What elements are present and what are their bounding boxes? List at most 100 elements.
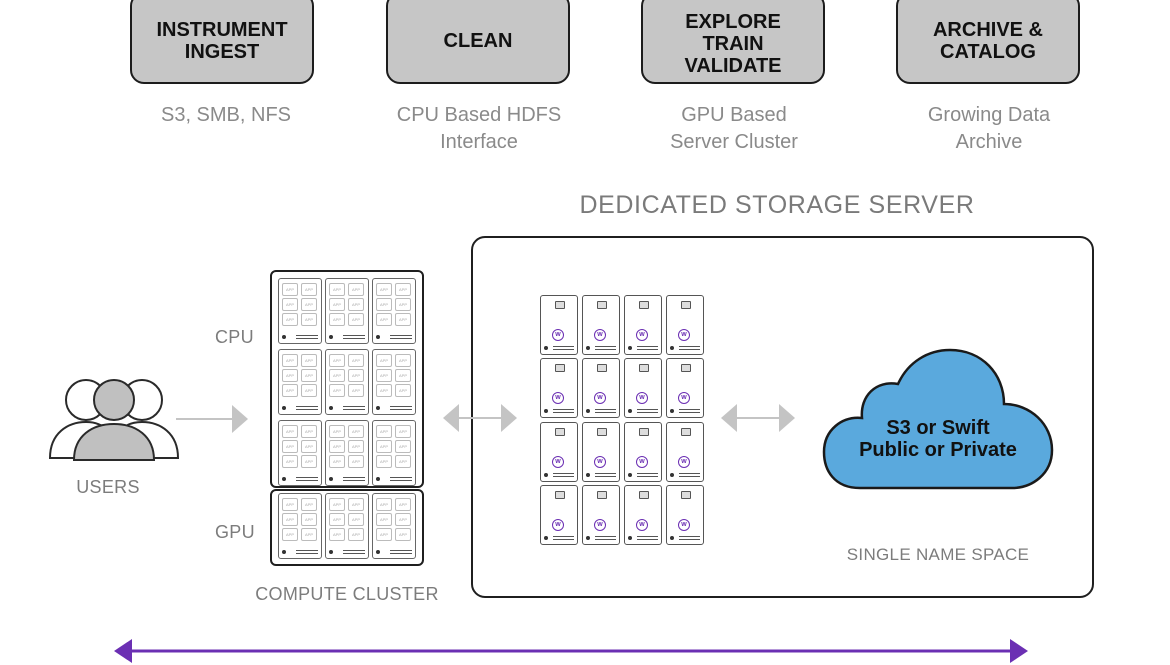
stage-title: ARCHIVE & CATALOG	[932, 19, 1043, 63]
app-slot: APP	[329, 455, 345, 468]
blade-status-bar	[329, 335, 365, 340]
drive-chip-icon	[555, 301, 565, 309]
drive-chip-icon	[639, 301, 649, 309]
app-slot: APP	[395, 528, 411, 541]
drive-chip-icon	[555, 491, 565, 499]
node-status-bar	[586, 346, 616, 351]
stage-title: EXPLORE TRAIN VALIDATE	[684, 11, 782, 77]
stage-desc-clean: CPU Based HDFS Interface	[396, 104, 562, 153]
app-slot: APP	[348, 440, 364, 453]
drive-chip-icon	[639, 364, 649, 372]
node-status-bar	[544, 409, 574, 414]
stage-title: INSTRUMENT INGEST	[156, 19, 288, 63]
drive-chip-icon	[597, 491, 607, 499]
blade-status-bar	[282, 550, 318, 555]
app-slot: APP	[376, 283, 392, 296]
drive-chip-icon	[639, 428, 649, 436]
storage-node: w	[666, 422, 704, 482]
storage-node: w	[666, 485, 704, 545]
app-slot: APP	[348, 455, 364, 468]
app-slot: APP	[329, 498, 345, 511]
drive-chip-icon	[597, 428, 607, 436]
blade-status-bar	[282, 477, 318, 482]
app-slot: APP	[282, 455, 298, 468]
vendor-logo-icon: w	[678, 392, 690, 404]
blade-status-bar	[329, 477, 365, 482]
app-slot: APP	[329, 440, 345, 453]
app-slot: APP	[282, 313, 298, 326]
app-slot: APP	[348, 369, 364, 382]
storage-node: w	[666, 295, 704, 355]
blade-status-bar	[282, 406, 318, 411]
app-slot: APP	[282, 369, 298, 382]
app-slot: APP	[376, 455, 392, 468]
node-status-bar	[628, 409, 658, 414]
node-status-bar	[670, 409, 700, 414]
app-slot: APP	[301, 384, 317, 397]
app-slot: APP	[348, 384, 364, 397]
app-slot: APP	[301, 313, 317, 326]
stage-box-clean: CLEAN	[386, 0, 570, 84]
app-slot: APP	[348, 283, 364, 296]
app-slot: APP	[348, 425, 364, 438]
app-slot: APP	[329, 298, 345, 311]
app-slot: APP	[329, 513, 345, 526]
drive-chip-icon	[597, 364, 607, 372]
app-slot: APP	[376, 354, 392, 367]
vendor-logo-icon: w	[552, 456, 564, 468]
app-slot: APP	[282, 425, 298, 438]
stage-box-explore: EXPLORE TRAIN VALIDATE	[641, 0, 825, 84]
drive-chip-icon	[639, 491, 649, 499]
app-slot: APP	[282, 283, 298, 296]
app-slot: APP	[301, 298, 317, 311]
vendor-logo-icon: w	[636, 329, 648, 341]
blade-status-bar	[329, 550, 365, 555]
cpu-label: CPU	[215, 327, 254, 347]
cloud-text: S3 or Swift Public or Private	[859, 417, 1017, 461]
app-slot: APP	[376, 513, 392, 526]
storage-node: w	[582, 422, 620, 482]
app-slot: APP	[282, 354, 298, 367]
app-slot: APP	[301, 354, 317, 367]
app-slot: APP	[395, 369, 411, 382]
app-slot: APP	[348, 313, 364, 326]
app-slot: APP	[348, 528, 364, 541]
app-slot: APP	[348, 354, 364, 367]
drive-chip-icon	[555, 428, 565, 436]
vendor-logo-icon: w	[678, 456, 690, 468]
app-slot: APP	[329, 369, 345, 382]
drive-chip-icon	[681, 364, 691, 372]
app-slot: APP	[376, 440, 392, 453]
app-slot: APP	[282, 513, 298, 526]
node-status-bar	[586, 473, 616, 478]
node-status-bar	[670, 346, 700, 351]
app-slot: APP	[395, 440, 411, 453]
app-slot: APP	[395, 425, 411, 438]
node-status-bar	[544, 536, 574, 541]
node-status-bar	[628, 346, 658, 351]
app-slot: APP	[301, 440, 317, 453]
app-slot: APP	[376, 498, 392, 511]
bidirectional-arrow-icon	[443, 404, 517, 432]
blade-status-bar	[329, 406, 365, 411]
bidirectional-arrow-icon	[721, 404, 795, 432]
timeline-double-arrow-icon	[114, 639, 1028, 663]
drive-chip-icon	[681, 491, 691, 499]
vendor-logo-icon: w	[594, 392, 606, 404]
app-slot: APP	[348, 498, 364, 511]
app-slot: APP	[376, 384, 392, 397]
stage-desc-archive: Growing Data Archive	[927, 104, 1051, 153]
app-slot: APP	[282, 298, 298, 311]
node-status-bar	[586, 409, 616, 414]
app-slot: APP	[282, 498, 298, 511]
storage-node: w	[582, 295, 620, 355]
blade-status-bar	[376, 550, 412, 555]
app-slot: APP	[395, 354, 411, 367]
single-name-space-label: SINGLE NAME SPACE	[846, 545, 1030, 564]
app-slot: APP	[395, 498, 411, 511]
